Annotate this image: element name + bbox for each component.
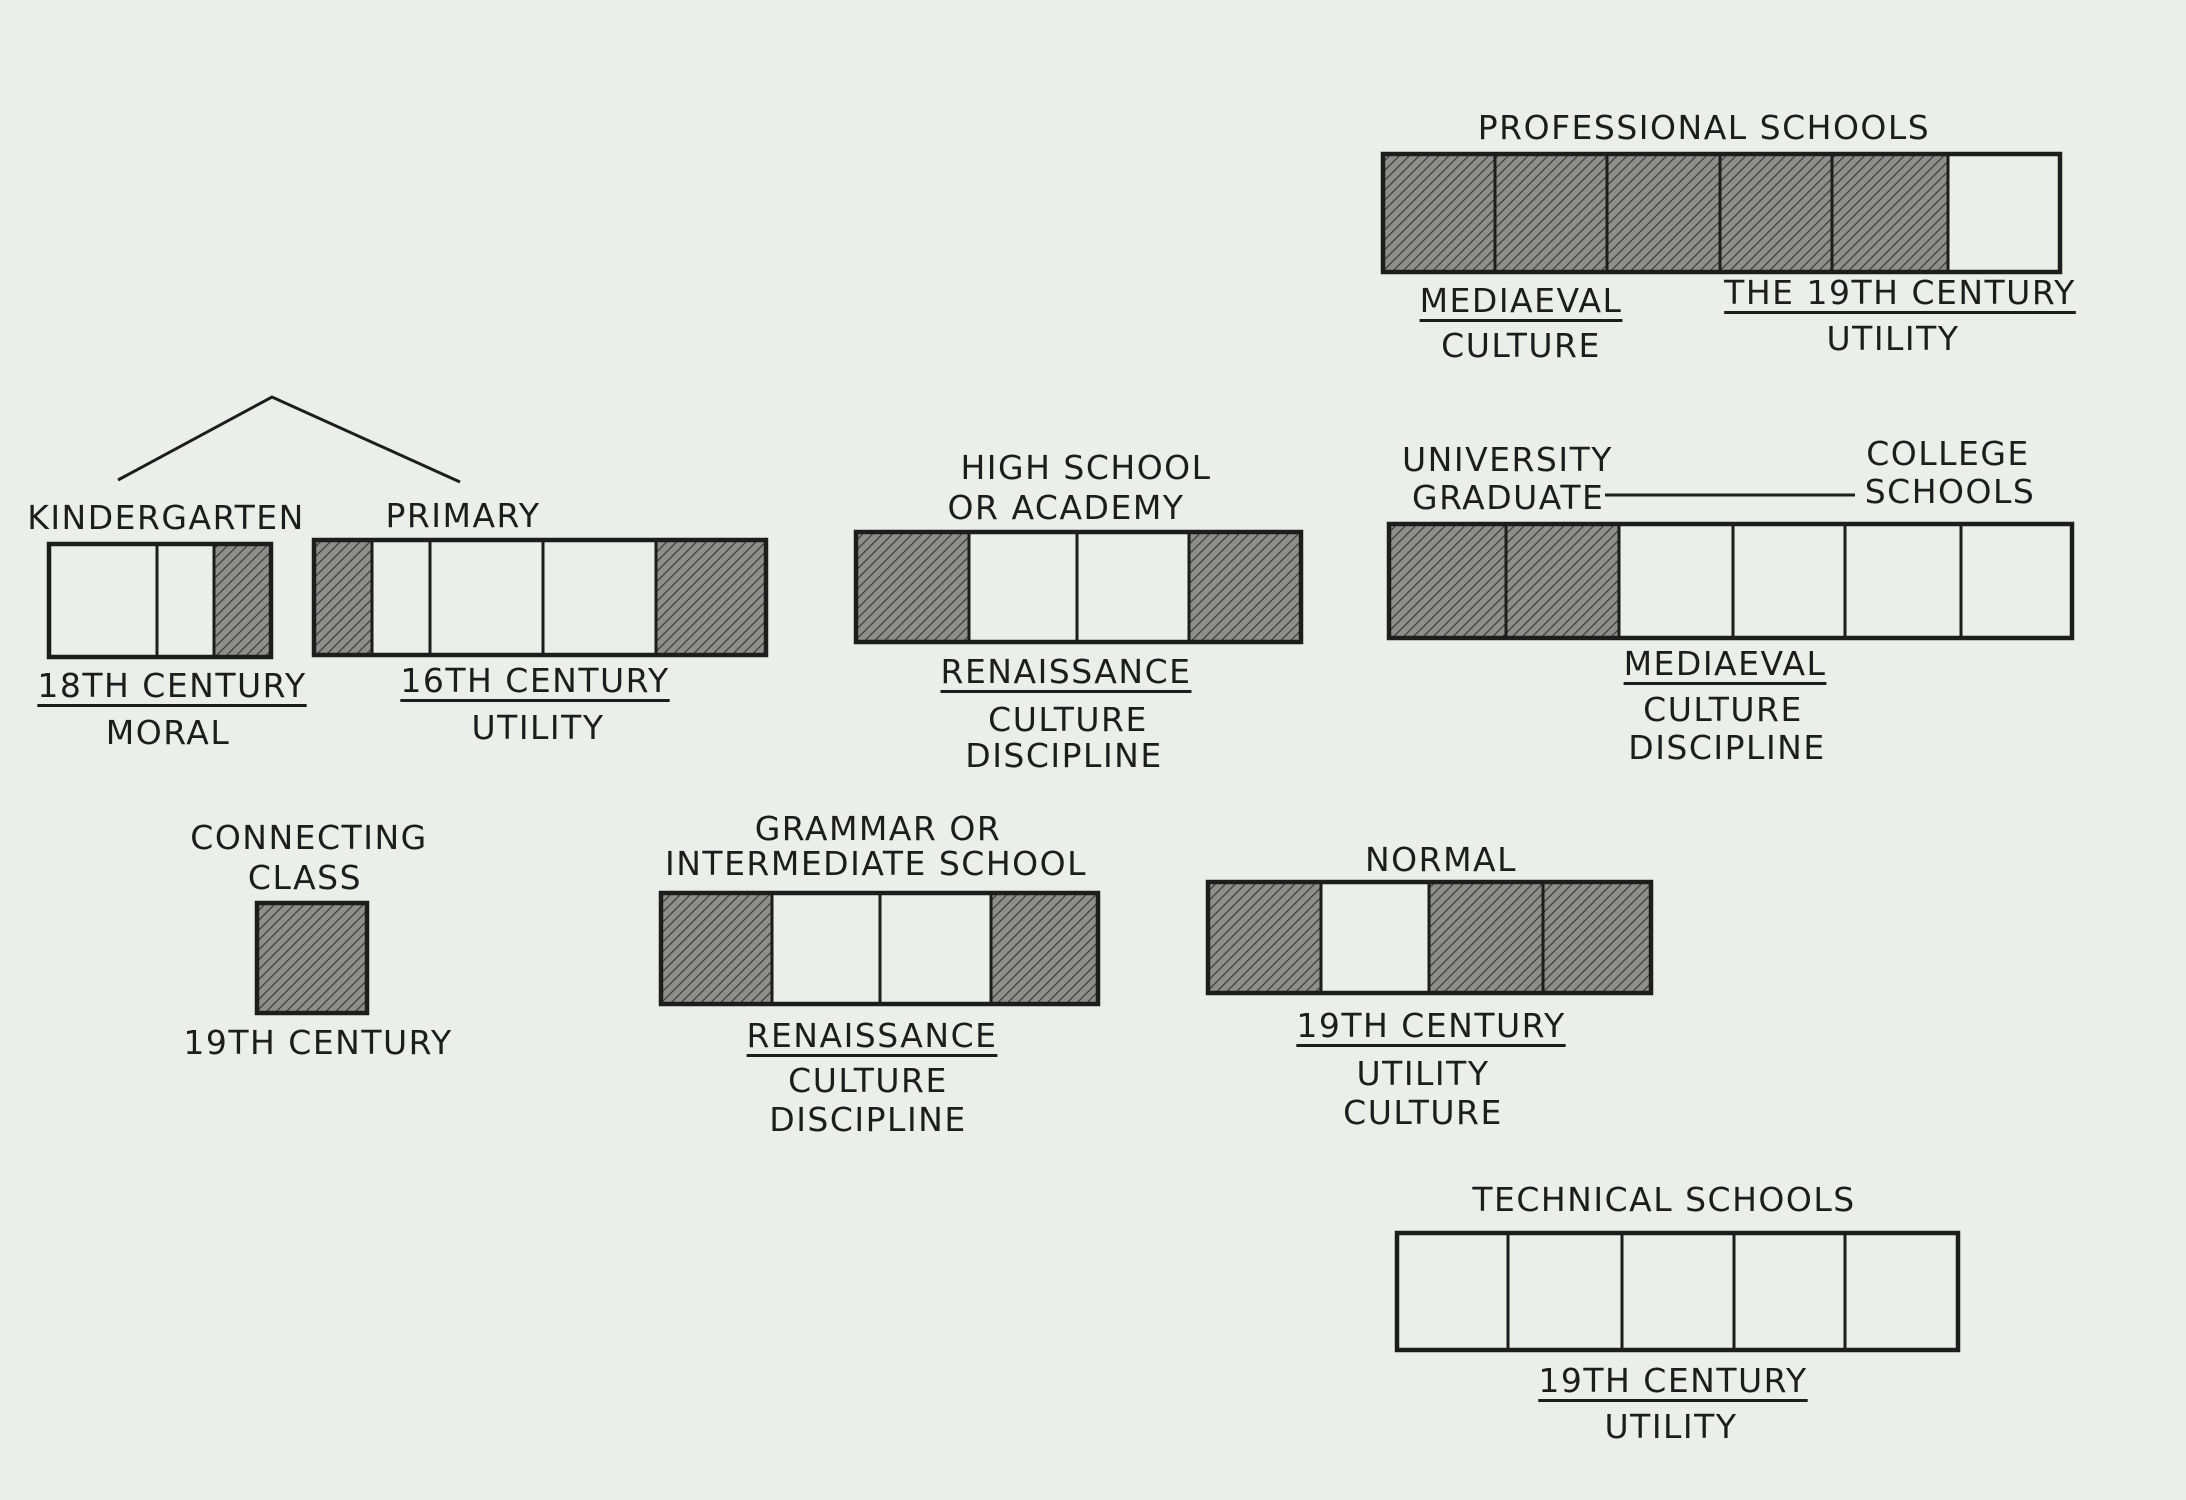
technical-outline xyxy=(1394,1230,1961,1353)
normal-outline xyxy=(1205,879,1654,996)
technical-bar xyxy=(1394,1230,1961,1353)
primary-cell-4-plain xyxy=(541,538,658,657)
professional-cell-6-plain xyxy=(1946,152,2062,274)
university-aim-2: DISCIPLINE xyxy=(1628,728,1826,767)
primary-outline xyxy=(311,537,769,658)
primary-cell-3-plain xyxy=(428,538,545,657)
normal-cell-3-shaded xyxy=(1427,880,1545,995)
kindergarten-cell-1-plain xyxy=(47,542,159,659)
technical-aim: UTILITY xyxy=(1604,1407,1738,1446)
university-cell-5-plain xyxy=(1843,522,1963,640)
kindergarten-era: 18TH CENTURY xyxy=(37,666,307,705)
high-school-era: RENAISSANCE xyxy=(940,652,1192,691)
high-school-aim-2: DISCIPLINE xyxy=(965,736,1163,775)
connecting-title-1: CONNECTING xyxy=(190,818,428,857)
college-title-2: SCHOOLS xyxy=(1864,472,2036,511)
connecting-class-outline xyxy=(254,900,370,1016)
high-school-cell-2-plain xyxy=(967,530,1079,644)
professional-cell-3-shaded xyxy=(1605,152,1722,274)
grammar-era: RENAISSANCE xyxy=(746,1016,998,1055)
grammar-aim-2: DISCIPLINE xyxy=(769,1100,967,1139)
grammar-cell-1-shaded xyxy=(659,891,774,1006)
university-title-2: GRADUATE xyxy=(1412,478,1605,517)
roof-bracket xyxy=(117,395,461,484)
professional-cell-1-shaded xyxy=(1381,152,1497,274)
high-school-cell-1-shaded xyxy=(854,530,971,644)
grammar-cell-4-shaded xyxy=(989,891,1100,1006)
kindergarten-outline xyxy=(46,541,274,660)
technical-cell-5-plain xyxy=(1843,1231,1960,1352)
university-cell-4-plain xyxy=(1731,522,1847,640)
grammar-title-2: INTERMEDIATE SCHOOL xyxy=(665,844,1087,883)
normal-aim-2: CULTURE xyxy=(1343,1093,1503,1132)
normal-bar xyxy=(1205,879,1654,996)
normal-era: 19TH CENTURY xyxy=(1296,1006,1566,1045)
technical-title: TECHNICAL SCHOOLS xyxy=(1472,1180,1856,1219)
primary-cell-5-shaded xyxy=(654,538,768,657)
primary-cell-2-plain xyxy=(370,538,432,657)
professional-outline xyxy=(1380,151,2063,275)
primary-aim: UTILITY xyxy=(471,708,605,747)
professional-era-right: THE 19TH CENTURY xyxy=(1724,273,2076,312)
high-school-bar xyxy=(853,529,1304,645)
university-cell-1-shaded xyxy=(1387,522,1508,640)
university-cell-6-plain xyxy=(1959,522,2074,640)
connecting-era: 19TH CENTURY xyxy=(183,1023,453,1062)
normal-title: NORMAL xyxy=(1364,840,1518,879)
professional-cell-4-shaded xyxy=(1718,152,1834,274)
primary-era: 16TH CENTURY xyxy=(400,661,670,700)
kindergarten-bar xyxy=(46,541,274,660)
university-cell-3-plain xyxy=(1617,522,1735,640)
grammar-cell-3-plain xyxy=(878,891,993,1006)
high-school-title-1: HIGH SCHOOL xyxy=(960,448,1212,487)
grammar-aim-1: CULTURE xyxy=(788,1061,948,1100)
normal-cell-4-shaded xyxy=(1541,880,1653,995)
university-era: MEDIAEVAL xyxy=(1623,644,1827,683)
professional-cell-5-shaded xyxy=(1830,152,1950,274)
high-school-aim-1: CULTURE xyxy=(988,700,1148,739)
normal-cell-1-shaded xyxy=(1206,880,1323,995)
college-title-1: COLLEGE xyxy=(1866,434,2030,473)
primary-cell-1-shaded xyxy=(312,538,374,657)
university-cell-2-shaded xyxy=(1504,522,1621,640)
professional-cell-2-shaded xyxy=(1493,152,1609,274)
university-title-1: UNIVERSITY xyxy=(1402,440,1613,479)
professional-bar xyxy=(1380,151,2063,275)
normal-aim-1: UTILITY xyxy=(1356,1054,1490,1093)
professional-era-left: MEDIAEVAL xyxy=(1419,281,1623,320)
technical-cell-3-plain xyxy=(1620,1231,1736,1352)
grammar-bar xyxy=(658,890,1101,1007)
grammar-cell-2-plain xyxy=(770,891,882,1006)
technical-era: 19TH CENTURY xyxy=(1538,1361,1808,1400)
primary-title: PRIMARY xyxy=(385,496,541,535)
connecting-class-cell-1-shaded xyxy=(255,901,369,1015)
primary-bar xyxy=(311,537,769,658)
technical-cell-2-plain xyxy=(1506,1231,1624,1352)
kindergarten-aim: MORAL xyxy=(105,713,231,752)
kindergarten-title: KINDERGARTEN xyxy=(27,498,305,537)
university-aim-1: CULTURE xyxy=(1643,690,1803,729)
university-outline xyxy=(1386,521,2075,641)
professional-title: PROFESSIONAL SCHOOLS xyxy=(1477,108,1931,147)
university-bar xyxy=(1386,521,2075,641)
technical-cell-4-plain xyxy=(1732,1231,1847,1352)
grammar-outline xyxy=(658,890,1101,1007)
grammar-title-1: GRAMMAR OR xyxy=(754,809,1002,848)
connecting-class-bar xyxy=(254,900,370,1016)
normal-cell-2-plain xyxy=(1319,880,1431,995)
high-school-outline xyxy=(853,529,1304,645)
kindergarten-cell-3-shaded xyxy=(212,542,273,659)
technical-cell-1-plain xyxy=(1395,1231,1510,1352)
professional-aim-left: CULTURE xyxy=(1441,326,1601,365)
connecting-title-2: CLASS xyxy=(247,858,363,897)
high-school-title-2: OR ACADEMY xyxy=(947,488,1185,527)
high-school-cell-3-plain xyxy=(1075,530,1191,644)
professional-aim-right: UTILITY xyxy=(1826,319,1960,358)
high-school-cell-4-shaded xyxy=(1187,530,1303,644)
kindergarten-cell-2-plain xyxy=(155,542,216,659)
